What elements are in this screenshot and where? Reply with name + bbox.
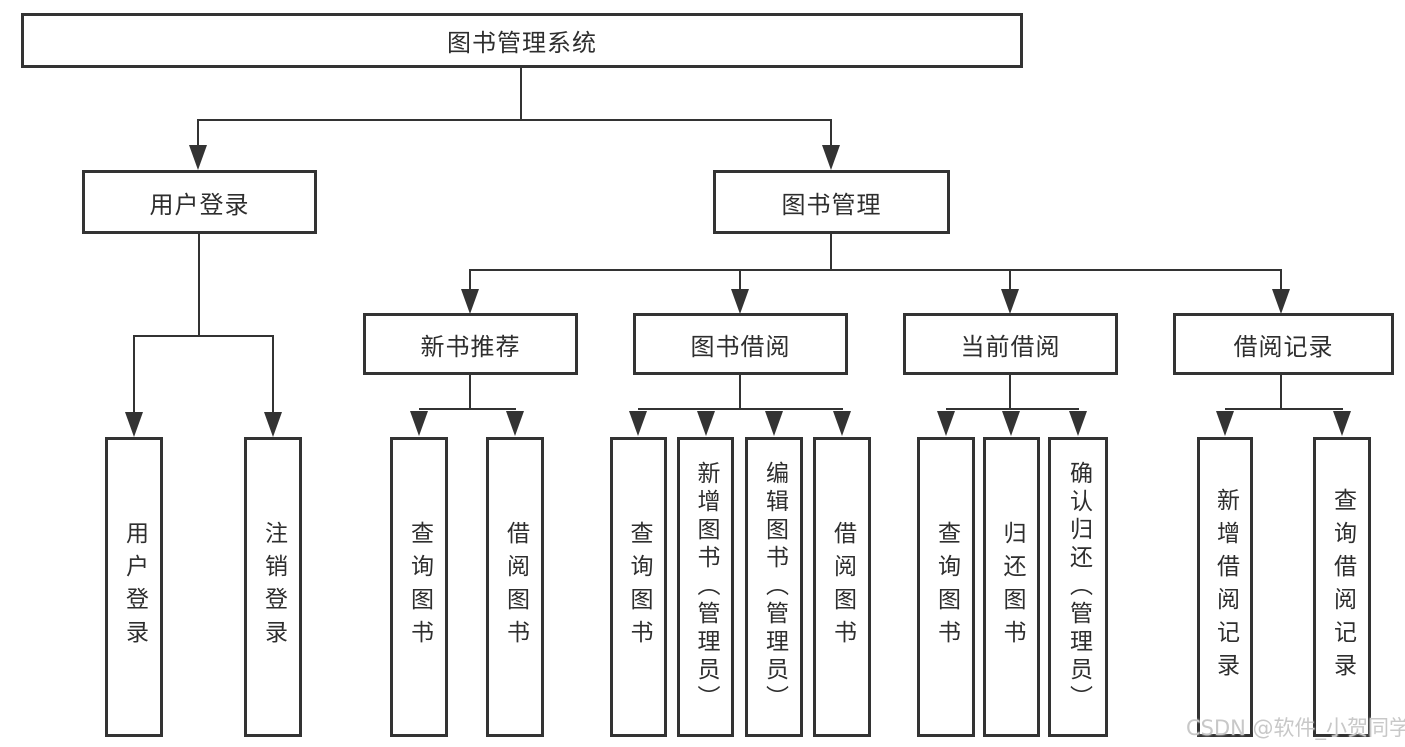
arrow-into-leaf-query-book-current [937, 411, 955, 436]
arrow-into-user-login [189, 145, 207, 170]
arrow-into-leaf-query-book-recommend [410, 411, 428, 436]
leaf-query-book-borrow: 查询图书 [610, 437, 667, 737]
leaf-add-borrow-record: 新增借阅记录 [1197, 437, 1253, 737]
node-new-book-recommend: 新书推荐 [363, 313, 578, 375]
connector-level3-branch [470, 269, 1282, 271]
connector-borrow-record-branch [1225, 408, 1343, 410]
node-user-login: 用户登录 [82, 170, 317, 234]
arrow-into-leaf-add-borrow-record [1216, 411, 1234, 436]
connector-drop-book-borrow [739, 269, 741, 291]
connector-drop-leaf-user-login [133, 335, 135, 413]
connector-drop-current-borrow [1009, 269, 1011, 291]
connector-current-borrow-branch [946, 408, 1079, 410]
leaf-borrow-book-borrow: 借阅图书 [813, 437, 871, 737]
arrow-into-leaf-logout [264, 412, 282, 437]
leaf-edit-book-admin: 编辑图书（管理员） [745, 437, 803, 737]
connector-drop-user-login [197, 119, 199, 147]
connector-borrow-record-stem [1280, 375, 1282, 409]
leaf-return-book: 归还图书 [983, 437, 1040, 737]
arrow-into-leaf-edit-book-admin [765, 411, 783, 436]
node-borrow-record: 借阅记录 [1173, 313, 1394, 375]
connector-book-borrow-stem [739, 375, 741, 409]
arrow-into-new-book-recommend [461, 289, 479, 314]
connector-current-borrow-stem [1009, 375, 1011, 409]
arrow-into-borrow-record [1272, 289, 1290, 314]
arrow-into-leaf-add-book-admin [697, 411, 715, 436]
connector-user-login-stem [198, 234, 200, 337]
node-book-management: 图书管理 [713, 170, 950, 234]
leaf-logout: 注销登录 [244, 437, 302, 737]
leaf-query-book-current: 查询图书 [917, 437, 975, 737]
arrow-into-book-management [822, 145, 840, 170]
arrow-into-current-borrow [1001, 289, 1019, 314]
arrow-into-book-borrow [731, 289, 749, 314]
leaf-user-login: 用户登录 [105, 437, 163, 737]
arrow-into-leaf-return-book [1002, 411, 1020, 436]
leaf-add-book-admin: 新增图书（管理员） [677, 437, 734, 737]
arrow-into-leaf-query-book-borrow [629, 411, 647, 436]
connector-new-book-recommend-branch [419, 408, 516, 410]
arrow-into-leaf-borrow-book-recommend [506, 411, 524, 436]
arrow-into-leaf-borrow-book-borrow [833, 411, 851, 436]
leaf-borrow-book-recommend: 借阅图书 [486, 437, 544, 737]
arrow-into-leaf-confirm-return-admin [1069, 411, 1087, 436]
arrow-into-leaf-query-borrow-record [1333, 411, 1351, 436]
connector-drop-leaf-logout [272, 335, 274, 413]
leaf-confirm-return-admin: 确认归还（管理员） [1048, 437, 1108, 737]
node-current-borrow: 当前借阅 [903, 313, 1118, 375]
connector-user-login-branch [134, 335, 274, 337]
connector-drop-borrow-record [1280, 269, 1282, 291]
connector-drop-new-book-recommend [469, 269, 471, 291]
connector-root-stem [520, 68, 522, 120]
connector-book-management-stem [830, 234, 832, 271]
node-root: 图书管理系统 [21, 13, 1023, 68]
connector-level2-branch [198, 119, 832, 121]
csdn-watermark: CSDN @软件_小贺同学 [1186, 716, 1405, 740]
leaf-query-book-recommend: 查询图书 [390, 437, 448, 737]
leaf-query-borrow-record: 查询借阅记录 [1313, 437, 1371, 737]
connector-book-borrow-branch [638, 408, 843, 410]
connector-new-book-recommend-stem [469, 375, 471, 409]
connector-drop-book-management [830, 119, 832, 147]
arrow-into-leaf-user-login [125, 412, 143, 437]
node-book-borrow: 图书借阅 [633, 313, 848, 375]
